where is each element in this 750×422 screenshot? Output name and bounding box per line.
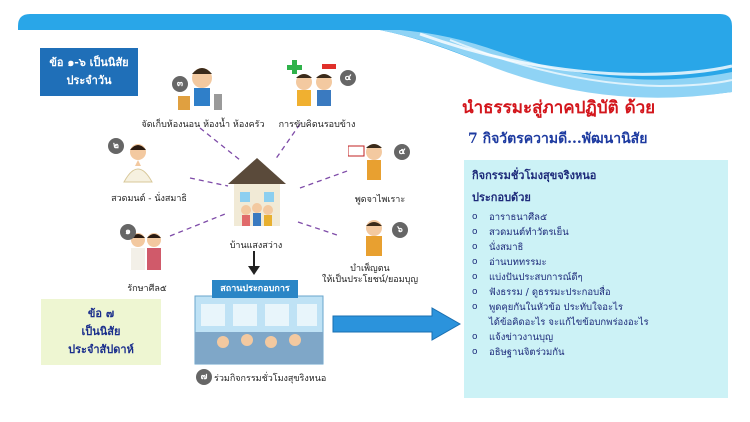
polite-speech-illustration (347, 140, 388, 188)
activities-panel (464, 160, 728, 398)
node-7-number: ๗ (196, 369, 212, 385)
family-house-icon (228, 158, 286, 226)
activity-text: อธิษฐานจิตร่วมกัน (489, 347, 565, 358)
right-arrow (332, 307, 462, 341)
node-1-label: รักษาศีล๕ (127, 284, 167, 294)
workplace-illustration (193, 282, 325, 366)
node-3-label: จัดเก็บห้องนอน ห้องน้ำ ห้องครัว (141, 120, 265, 130)
node-4-number: ๔ (340, 70, 356, 86)
merit-boy-icon (366, 220, 382, 256)
weekly-line2: เป็นนิสัย (81, 325, 121, 338)
activity-item: o แจ้งข่าวงานบุญ (472, 330, 726, 345)
daily-habits-box: ข้อ ๑-๖ เป็นนิสัย ประจำวัน (40, 48, 138, 96)
node-6-label-line1: บำเพ็ญตน (350, 264, 390, 274)
activity-text: อ่านบททรรมะ (489, 257, 547, 268)
activity-text-line2: ได้ข้อคิดอะไร จะแก้ไขข้อบกพร่องอะไร (489, 317, 649, 328)
speaking-boy-icon (347, 144, 382, 180)
workplace-building-icon (194, 295, 324, 365)
activity-text: แบ่งปันประสบการณ์ดีๆ (489, 272, 583, 283)
node-7-label: ร่วมกิจกรรมชั่วโมงสุขริงหนอ (214, 374, 327, 384)
bullet-icon: o (472, 287, 478, 297)
weekly-line3: ประจำสัปดาห์ (68, 343, 134, 356)
node-6-label-line2: ให้เป็นประโยชน์/ยอมบุญ (321, 275, 419, 285)
daily-habits-line1: ข้อ ๑-๖ เป็นนิสัย (49, 56, 129, 69)
down-arrow-head (248, 266, 260, 275)
cleaning-person-icon (178, 68, 222, 110)
daily-habits-line2: ประจำวัน (66, 74, 112, 87)
node-4-label: การขับคิดนรอบข้าง (278, 120, 356, 130)
node-3-number: ๓ (172, 76, 188, 92)
weekly-habit-box: ข้อ ๗ เป็นนิสัย ประจำสัปดาห์ (41, 299, 161, 365)
bullet-icon: o (472, 332, 478, 342)
node-2-number: ๒ (108, 138, 124, 154)
workplace-header: สถานประกอบการ (212, 280, 298, 298)
activity-text: แจ้งข่าวงานบุญ (489, 332, 554, 343)
panel-heading: กิจกรรมชั่วโมงสุขจริงหนอ (472, 169, 597, 182)
main-title: นำธรรมะสู่ภาคปฏิบัติ ด้วย (462, 98, 656, 118)
precepts-illustration (126, 230, 166, 276)
bullet-icon: o (472, 257, 478, 267)
praying-woman-icon (123, 144, 153, 183)
caring-illustration (286, 60, 342, 114)
bullet-icon: o (472, 272, 478, 282)
activity-text: ฟังธรรม / ดูธรรมะประกอบสื่อ (489, 287, 611, 298)
two-boys-icon (287, 60, 336, 106)
panel-subheading: ประกอบด้วย (472, 191, 531, 204)
node-1-number: ๑ (120, 224, 136, 240)
node-5-number: ๕ (394, 144, 410, 160)
bullet-icon: o (472, 302, 478, 312)
activities-list: o อาราธนาศีล๕ o สวดมนต์ทำวัตรเย็น o นั่งสมา… (472, 210, 726, 360)
activity-item: o แบ่งปันประสบการณ์ดีๆ (472, 270, 726, 285)
sub-title: 7 กิจวัตรความดี...พัฒนานิสัย (468, 131, 648, 147)
header-banner (18, 14, 733, 98)
activity-item: o ฟังธรรม / ดูธรรมะประกอบสื่อ (472, 285, 726, 300)
bullet-icon: o (472, 227, 478, 237)
activity-text: พูดคุยกันในหัวข้อ ประทับใจอะไร (489, 302, 623, 313)
couple-praying-icon (131, 233, 161, 270)
activity-text: นั่งสมาธิ (489, 242, 524, 253)
activity-item: o อธิษฐานจิตร่วมกัน (472, 345, 726, 360)
bullet-icon: o (472, 242, 478, 252)
weekly-line1: ข้อ ๗ (87, 307, 115, 320)
activity-text: อาราธนาศีล๕ (489, 212, 548, 223)
praying-illustration (118, 142, 158, 186)
merit-illustration (356, 218, 392, 262)
activity-item: o สวดมนต์ทำวัตรเย็น (472, 225, 726, 240)
node-2-label: สวดมนต์ - นั่งสมาธิ (111, 194, 187, 204)
cleaning-illustration (168, 64, 232, 114)
bullet-icon: o (472, 212, 478, 222)
node-6-label: บำเพ็ญตน ให้เป็นประโยชน์/ยอมบุญ (310, 264, 430, 286)
node-6-number: ๖ (392, 222, 408, 238)
activity-item: o นั่งสมาธิ (472, 240, 726, 255)
activity-item: o อ่านบททรรมะ (472, 255, 726, 270)
node-5-label: พูดจาไพเราะ (354, 195, 406, 205)
activity-item: o อาราธนาศีล๕ (472, 210, 726, 225)
activity-text: สวดมนต์ทำวัตรเย็น (489, 227, 569, 238)
house-illustration (224, 154, 290, 232)
bullet-icon: o (472, 347, 478, 357)
activity-item: o พูดคุยกันในหัวข้อ ประทับใจอะไรได้ข้อคิด… (472, 300, 726, 330)
center-label: บ้านแสงสว่าง (229, 241, 283, 251)
